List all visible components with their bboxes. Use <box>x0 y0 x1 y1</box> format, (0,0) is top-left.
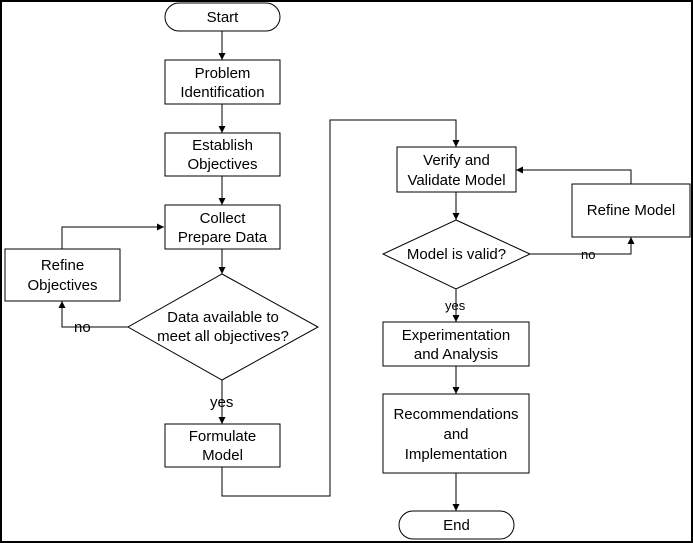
arrow-refine-to-collect <box>61 223 164 249</box>
node-recommendations-implementation: Recommendations and Implementation <box>382 393 530 474</box>
node-start: Start <box>164 2 281 32</box>
node-data-available-decision: Data available to meet all objectives? <box>126 273 320 381</box>
refine-model-label: Refine Model <box>587 202 675 219</box>
node-verify-validate-model: Verify and Validate Model <box>396 146 517 193</box>
node-end: End <box>398 510 515 540</box>
formulate-model-line1: Formulate <box>189 428 257 445</box>
recommendations-line1: Recommendations <box>393 406 518 423</box>
arrow-decision-no-to-refine <box>58 301 128 328</box>
recommendations-line2: and <box>443 426 468 443</box>
experimentation-line1: Experimentation <box>402 327 510 344</box>
node-experimentation-analysis: Experimentation and Analysis <box>382 321 530 367</box>
refine-objectives-line1: Refine <box>41 257 84 274</box>
arrow-formulate-to-verify <box>221 119 460 497</box>
decision-data-line2: meet all objectives? <box>157 328 289 345</box>
decision-data-yes-label: yes <box>210 394 233 411</box>
verify-validate-line1: Verify and <box>423 152 490 169</box>
establish-objectives-line2: Objectives <box>187 156 257 173</box>
collect-prepare-data-line2: Prepare Data <box>178 229 268 246</box>
experimentation-line2: and Analysis <box>414 346 498 363</box>
arrow-decision-no-to-refine-model <box>530 237 635 255</box>
decision-data-no-label: no <box>74 319 91 336</box>
decision-model-label: Model is valid? <box>407 246 506 263</box>
decision-model-no-label: no <box>581 247 595 262</box>
problem-identification-line1: Problem <box>195 65 251 82</box>
node-establish-objectives: Establish Objectives <box>164 132 281 177</box>
decision-model-yes-label: yes <box>445 298 466 313</box>
decision-data-line1: Data available to <box>167 309 279 326</box>
end-label: End <box>443 517 470 534</box>
refine-objectives-line2: Objectives <box>27 277 97 294</box>
collect-prepare-data-line1: Collect <box>200 210 247 227</box>
recommendations-line3: Implementation <box>405 446 508 463</box>
node-refine-model: Refine Model <box>571 183 691 238</box>
start-label: Start <box>207 9 240 26</box>
connectors-right <box>452 166 635 511</box>
formulate-model-line2: Model <box>202 447 243 464</box>
problem-identification-line2: Identification <box>180 84 264 101</box>
verify-validate-line2: Validate Model <box>407 172 505 189</box>
arrow-refine-model-to-verify <box>516 166 632 184</box>
establish-objectives-line1: Establish <box>192 137 253 154</box>
node-refine-objectives: Refine Objectives <box>4 248 121 302</box>
connectors-left <box>58 31 460 497</box>
node-collect-prepare-data: Collect Prepare Data <box>164 204 281 250</box>
node-problem-identification: Problem Identification <box>164 59 281 105</box>
node-model-valid-decision: Model is valid? <box>381 219 532 290</box>
node-formulate-model: Formulate Model <box>164 423 281 468</box>
